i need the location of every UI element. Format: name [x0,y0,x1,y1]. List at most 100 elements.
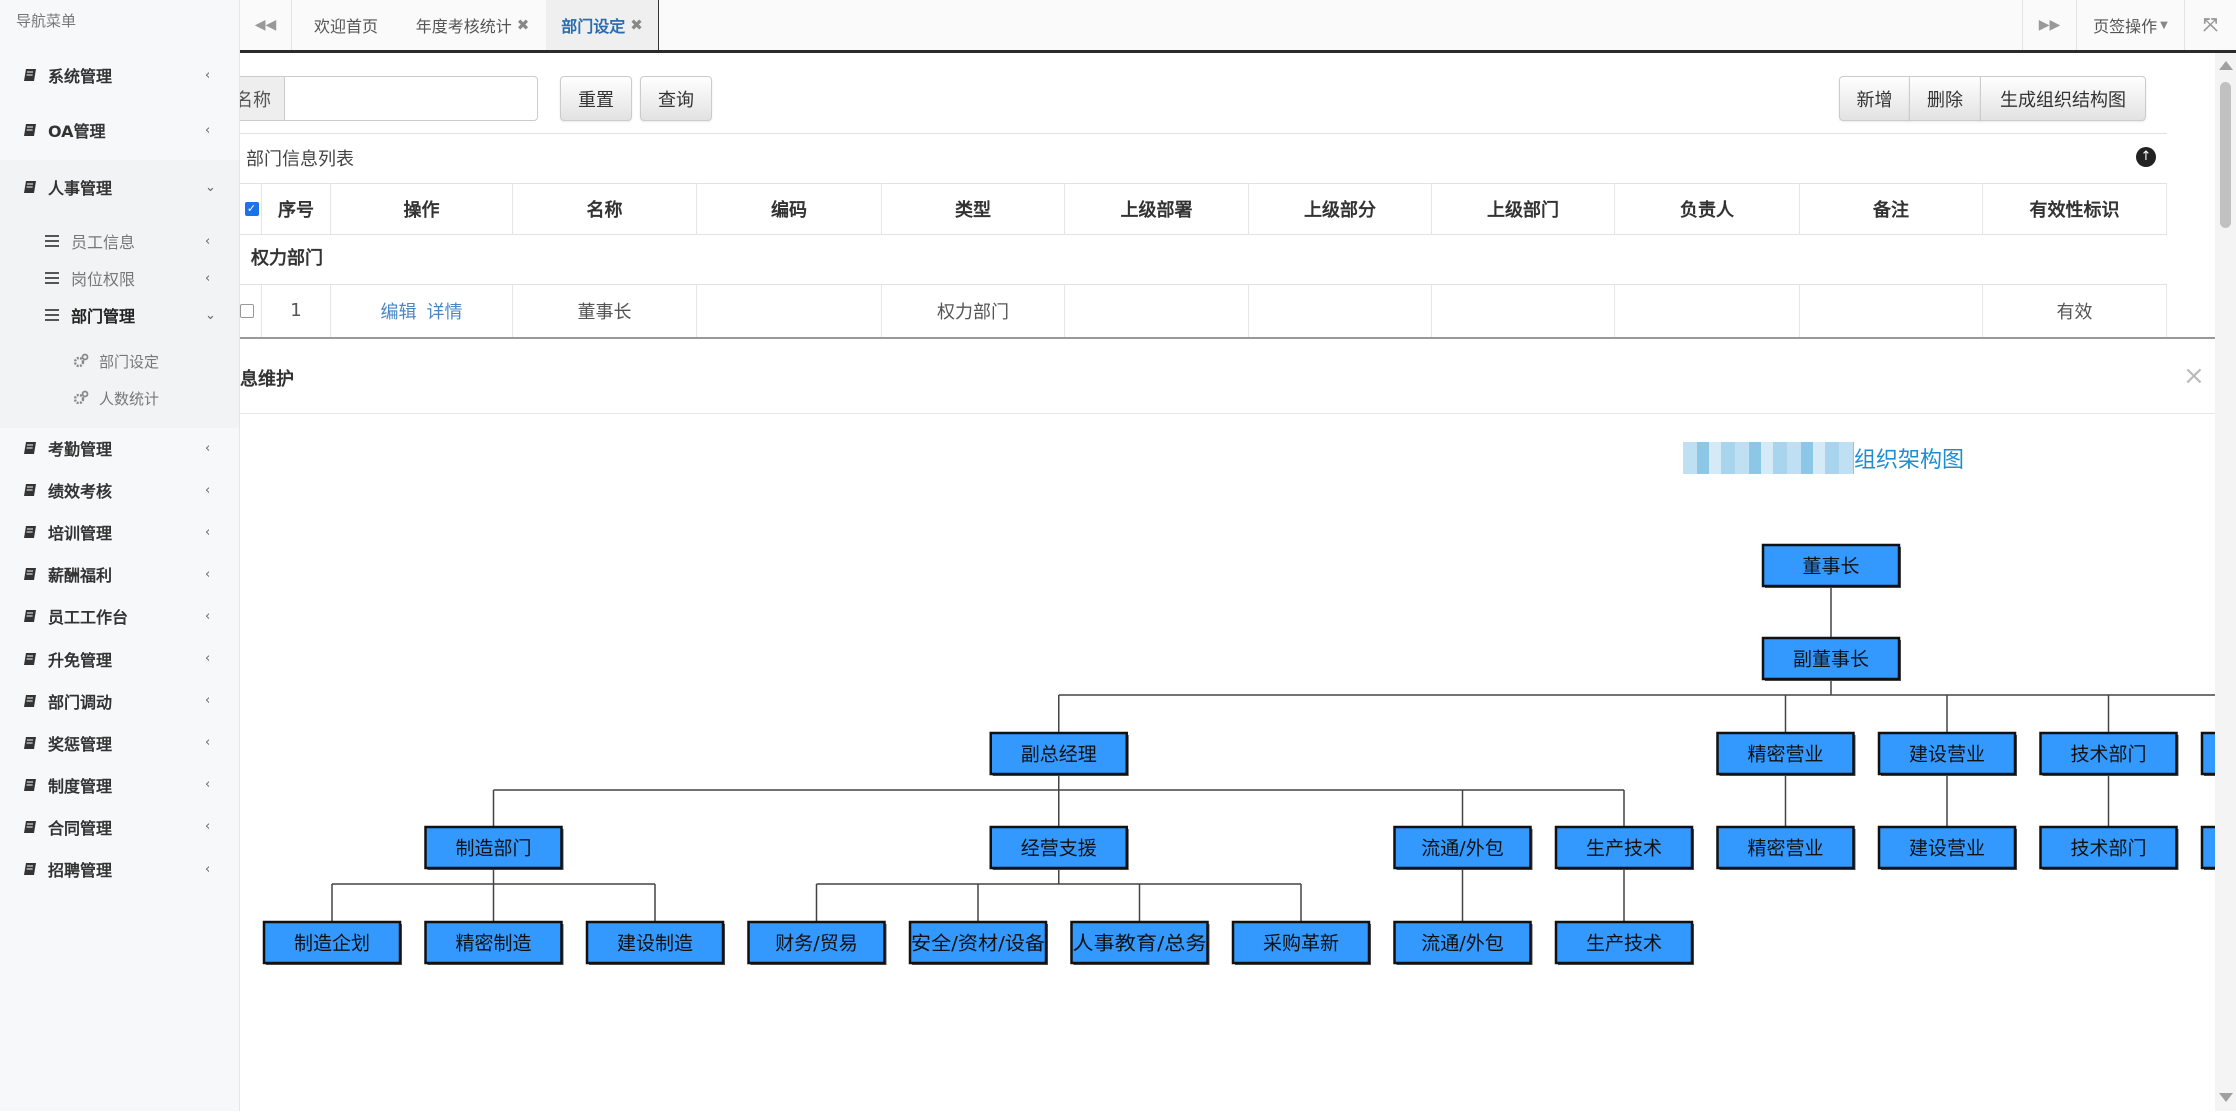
column-header[interactable]: 上级部署 [1120,199,1193,221]
org-node[interactable]: 副总经理 [989,731,1129,776]
org-node[interactable]: 技术部门 [2039,731,2179,776]
column-header[interactable]: 操作 [403,199,440,221]
book-icon [22,608,38,624]
scrollbar-thumb[interactable] [2220,82,2231,228]
sidebar-item[interactable]: 制度管理‹ [0,766,239,804]
close-tab-icon[interactable]: ✖ [516,16,530,34]
tab-annual-review[interactable]: 年度考核统计 ✖ [399,0,546,50]
header-cell: 负责人 [1615,183,1800,234]
column-header[interactable]: 负责人 [1680,199,1734,221]
generate-org-chart-button[interactable]: 生成组织结构图 [1980,76,2146,121]
add-button[interactable]: 新增 [1839,76,1910,121]
sidebar-item[interactable]: 考勤管理‹ [0,429,239,467]
details-link[interactable]: 详情 [426,301,463,323]
org-node[interactable]: 人事教育/总务 [1070,920,1210,965]
org-node-box [1070,920,1209,965]
cell-value: 有效 [2056,301,2093,323]
search-name-input[interactable] [284,76,538,121]
sidebar-item[interactable]: 培训管理‹ [0,513,239,551]
org-node[interactable]: 技术部门 [2039,825,2179,870]
sidebar-item[interactable]: 合同管理‹ [0,808,239,846]
org-node-label: 建设营业 [1909,838,1985,860]
sidebar-item[interactable]: 人事管理⌄ [0,168,239,206]
sidebar-item[interactable]: 岗位权限‹ [0,259,239,297]
org-node[interactable]: 流通/外包 [1393,825,1533,870]
page-scrollbar[interactable] [2215,53,2236,1111]
sidebar-item[interactable]: 人数统计 [0,379,239,417]
org-node[interactable]: 副董事长 [1761,636,1901,681]
header-cell: 上级部门 [1432,183,1615,234]
org-node[interactable]: 建设制造 [585,920,725,965]
sidebar-item[interactable]: 招聘管理‹ [0,850,239,888]
column-header[interactable]: 类型 [955,199,991,221]
column-header[interactable]: 名称 [586,199,623,221]
fullscreen-button[interactable]: ⤧ [2184,0,2236,50]
org-node[interactable]: 制造企划 [262,920,402,965]
row-checkbox[interactable] [239,303,254,318]
sidebar-item[interactable]: 薪酬福利‹ [0,555,239,593]
chevron-left-icon: ‹ [205,122,211,138]
scroll-down-arrow-icon[interactable] [2219,1093,2233,1102]
org-node-label: 技术部门 [2070,838,2146,860]
org-node[interactable]: 精密营业 [1716,825,1856,870]
close-tab-icon[interactable]: ✖ [630,16,643,34]
list-title: 部门信息列表 [246,149,354,170]
cell-value: 董事长 [577,301,632,323]
org-node[interactable]: 财务/贸易 [747,920,887,965]
sidebar-item[interactable]: 系统管理‹ [0,56,239,94]
org-node[interactable]: 采购革新 [1231,920,1371,965]
org-node[interactable]: 建设营业 [1877,825,2017,870]
org-node[interactable] [2200,731,2215,776]
org-node-box [1554,920,1694,965]
modal-close-button[interactable]: × [2183,361,2205,391]
sidebar-item[interactable]: 员工工作台‹ [0,597,239,635]
scroll-tabs-right-button[interactable]: ▶▶ [2022,0,2076,50]
edit-link[interactable]: 编辑 [380,301,417,323]
select-all-checkbox[interactable]: ✓ [244,201,259,216]
column-header[interactable]: 上级部分 [1304,199,1376,221]
sidebar-item[interactable]: 部门调动‹ [0,682,239,720]
column-header[interactable]: 有效性标识 [2029,199,2120,221]
org-node-box [424,920,563,965]
org-node[interactable]: 制造部门 [424,825,564,870]
org-node[interactable]: 建设营业 [1877,731,2017,776]
column-header[interactable]: 编码 [771,199,807,221]
org-node[interactable]: 精密营业 [1716,731,1856,776]
sidebar-item[interactable]: 升免管理‹ [0,640,239,678]
sidebar-item[interactable]: 部门管理⌄ [0,296,239,334]
header-cell: 上级部署 [1065,183,1249,234]
column-header[interactable]: 备注 [1873,199,1909,221]
column-header[interactable]: 序号 [278,199,314,221]
book-icon [22,524,38,540]
query-button[interactable]: 查询 [640,76,712,121]
group-row-label[interactable]: 权力部门 [251,248,323,269]
org-node[interactable]: 董事长 [1761,543,1901,588]
tab-welcome[interactable]: 欢迎首页 [293,0,399,50]
org-node[interactable] [2200,825,2215,870]
table-cell: 权力部门 [882,284,1065,337]
delete-button[interactable]: 删除 [1909,76,1981,121]
org-node[interactable]: 精密制造 [424,920,564,965]
chevron-down-icon: ⌄ [205,179,216,195]
scroll-tabs-left-button[interactable]: ◀◀ [240,0,292,50]
sidebar-item[interactable]: 绩效考核‹ [0,471,239,509]
org-node[interactable]: 安全/资材/设备 [908,920,1048,965]
tab-operations-dropdown[interactable]: 页签操作 ▼ [2076,0,2184,50]
scroll-up-arrow-icon[interactable] [2219,61,2233,70]
sidebar: 导航菜单 系统管理‹ OA管理‹ 人事管理⌄ 员工信息‹ 岗位权限‹ 部门管理⌄… [0,0,240,1111]
sidebar-item[interactable]: 奖惩管理‹ [0,724,239,762]
tab-dept-settings[interactable]: 部门设定 ✖ [546,0,659,50]
org-node[interactable]: 生产技术 [1554,920,1694,965]
org-node-box [1716,825,1855,870]
org-node[interactable]: 经营支援 [989,825,1129,870]
sidebar-item[interactable]: 部门设定 [0,342,239,380]
collapse-up-icon[interactable]: ↑ [2136,147,2156,167]
org-node[interactable]: 流通/外包 [1393,920,1533,965]
column-header[interactable]: 上级部门 [1487,199,1559,221]
sidebar-item[interactable]: OA管理‹ [0,111,239,149]
org-node[interactable]: 生产技术 [1554,825,1694,870]
org-node-label: 安全/资材/设备 [911,933,1045,955]
sidebar-item[interactable]: 员工信息‹ [0,222,239,260]
reset-button[interactable]: 重置 [560,76,632,121]
